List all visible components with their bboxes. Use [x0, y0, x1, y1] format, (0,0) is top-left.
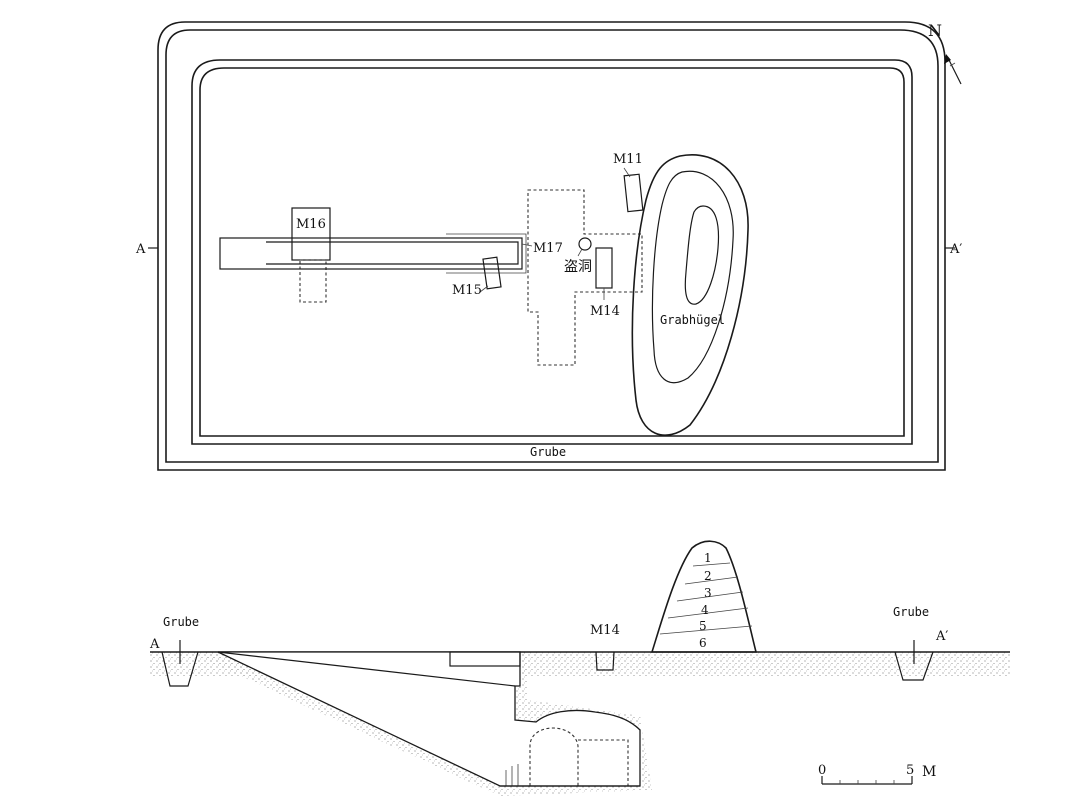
mound-layer-1: 1	[704, 551, 712, 565]
label-m14: M14	[590, 304, 620, 319]
mound-layer-5: 5	[699, 619, 707, 633]
tomb-shaft-cut	[217, 651, 641, 787]
section-view	[150, 540, 1010, 796]
looting-hole	[578, 237, 592, 251]
section-label-a: A	[149, 637, 160, 652]
main-tomb-outline	[527, 189, 643, 366]
burial-mound-outer	[631, 154, 749, 436]
tomb-m14	[595, 247, 613, 289]
chamber-steps	[505, 764, 519, 786]
scale-label-unit: M	[922, 764, 936, 780]
scale-label-zero: 0	[818, 763, 826, 778]
m15-leader	[479, 285, 489, 293]
enclosure-outer-ring	[157, 21, 946, 471]
label-m15: M15	[452, 283, 482, 298]
north-arrow	[944, 54, 962, 85]
tomb-m16	[291, 207, 331, 261]
mound-layer-4: 4	[701, 603, 709, 617]
ramp-line	[217, 651, 516, 687]
scale-label-five: 5	[906, 763, 914, 778]
mound-layer-lines	[659, 562, 753, 635]
section-label-a-prime: A′	[935, 629, 948, 644]
looting-hole-leader	[577, 248, 583, 257]
chamber-rear-dashed	[578, 739, 629, 786]
label-m11: M11	[613, 152, 643, 167]
chamber-arch-dashed	[529, 727, 579, 786]
m17-leader	[521, 243, 533, 247]
trench-inner-ring	[199, 67, 905, 437]
enclosure-middle-ring	[165, 29, 939, 463]
tomb-m17-ramp	[219, 233, 527, 274]
scale-bar	[821, 776, 913, 785]
section-m14-pit	[595, 651, 615, 671]
section-mound	[650, 540, 758, 653]
burial-mound-inner	[651, 170, 734, 384]
section-label-m14: M14	[590, 623, 620, 638]
north-label: N	[928, 21, 942, 40]
mound-layer-3: 3	[704, 586, 712, 600]
section-top-box	[449, 651, 521, 667]
label-m17: M17	[533, 241, 563, 256]
section-label-trench-right: Grube	[893, 605, 929, 619]
section-label-trench-left: Grube	[163, 615, 199, 629]
plan-view	[148, 21, 962, 471]
tomb-m11	[623, 173, 644, 213]
label-m16: M16	[296, 217, 326, 232]
label-burial-mound: Grabhügel	[660, 313, 725, 327]
tomb-m16-extension	[299, 259, 327, 303]
m11-leader	[623, 167, 631, 178]
section-trench-left	[161, 651, 199, 687]
burial-mound-core	[684, 205, 720, 305]
mound-layer-6: 6	[699, 636, 707, 650]
label-trench-plan: Grube	[530, 445, 566, 459]
label-looting-hole: 盗洞	[564, 259, 592, 275]
trench-outer-ring	[191, 59, 913, 445]
mound-layer-2: 2	[704, 569, 712, 583]
plan-label-a-prime: A′	[949, 242, 962, 257]
tomb-m15	[482, 256, 502, 290]
plan-label-a: A	[135, 242, 146, 257]
section-trench-right	[894, 651, 934, 681]
